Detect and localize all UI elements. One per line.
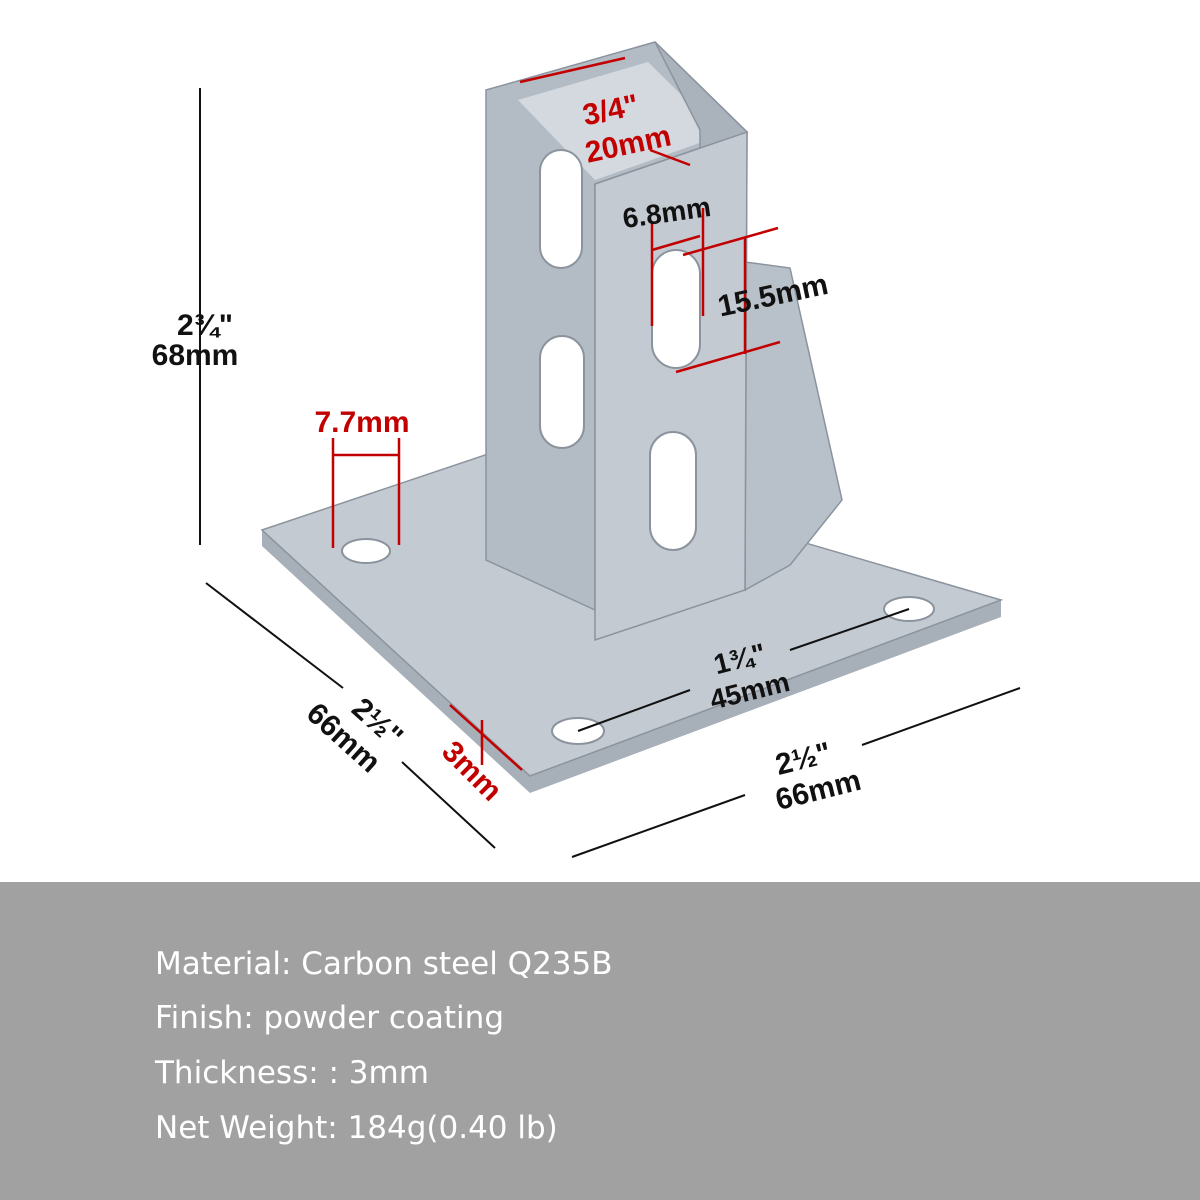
channel-post bbox=[485, 41, 749, 642]
height-metric-label: 68mm bbox=[152, 339, 239, 372]
spec-net-weight: Net Weight: 184g(0.40 lb) bbox=[155, 1110, 558, 1146]
hole-spacing-dimension-line bbox=[577, 689, 691, 732]
channel-width-line bbox=[649, 148, 691, 167]
base-depth-dimension-line bbox=[205, 582, 344, 689]
base-width-dimension-line bbox=[861, 687, 1021, 746]
slot-width-line bbox=[651, 234, 701, 252]
bracket-diagram: 2¾" 68mm 3/4" 20mm 6.8mm 15.5mm 7.7mm 1¾… bbox=[152, 41, 1021, 858]
channel-front-face bbox=[594, 130, 748, 642]
slot bbox=[539, 335, 585, 449]
slot bbox=[649, 431, 697, 551]
slot-length-line bbox=[682, 226, 779, 257]
base-plate-edge bbox=[262, 530, 1001, 793]
dimension-lines bbox=[199, 88, 1021, 858]
channel-width-line bbox=[519, 56, 626, 84]
spec-finish: Finish: powder coating bbox=[155, 1000, 504, 1036]
base-width-dimension-line bbox=[571, 794, 746, 858]
spec-material: Material: Carbon steel Q235B bbox=[155, 946, 613, 982]
spec-thickness: Thickness: : 3mm bbox=[155, 1055, 429, 1091]
hole-spacing-dimension-line bbox=[789, 608, 910, 651]
slot bbox=[539, 149, 583, 269]
spec-panel: Material: Carbon steel Q235B Finish: pow… bbox=[0, 882, 1200, 1200]
height-imperial-label: 2¾" bbox=[177, 309, 233, 342]
hole-diameter-label: 7.7mm bbox=[314, 406, 409, 439]
slot-length-line bbox=[675, 340, 781, 374]
base-depth-dimension-line bbox=[401, 761, 496, 849]
thickness-line bbox=[449, 704, 523, 771]
mounting-hole bbox=[341, 538, 391, 564]
slot bbox=[651, 249, 701, 369]
red-dimension-lines bbox=[331, 56, 781, 771]
